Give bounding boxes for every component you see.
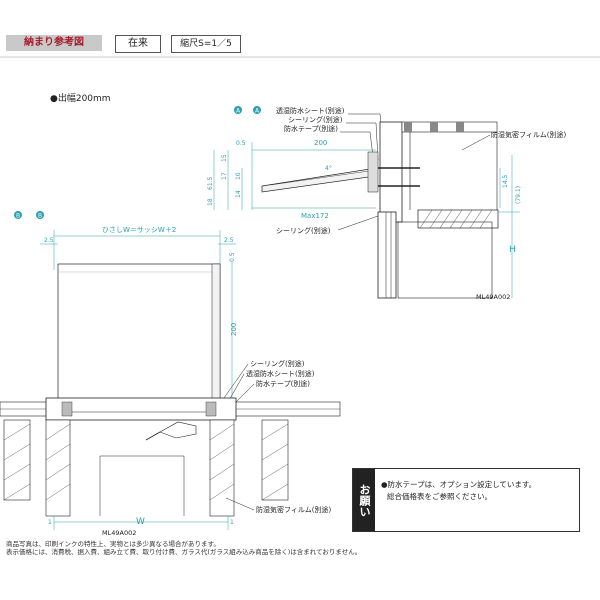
dim-61.5: 61.5 — [207, 176, 214, 190]
footer-line-2: 表示価格には、消費税、据入費、組み立て費、取り付け費、ガラス代(ガラス組み込み商… — [6, 548, 362, 556]
marker-a-text-2: A — [255, 108, 260, 115]
note-box: お願い ●防水テープは、オプション設定しています。 総合価格表をご参照ください。 — [352, 468, 580, 532]
type-tag: 在来 — [115, 35, 161, 53]
label-sealing-mid: シーリング(別途) — [276, 226, 331, 235]
marker-b-text-2: B — [38, 213, 42, 220]
dim-14: 14 — [235, 190, 242, 198]
scale-label: 縮尺S=1／5 — [171, 35, 241, 53]
dim-1-left: 1 — [48, 519, 52, 526]
code-bottom: ML49A002 — [102, 529, 136, 537]
dim-14.5: 14.5 — [502, 174, 509, 188]
marker-a-1 — [234, 106, 242, 114]
dim-eave-width: ひさしW＝サッシW＋2 — [102, 226, 176, 234]
label-waterproof-sheet-top: 透湿防水シート(別途) — [276, 106, 345, 115]
dim-w: W — [136, 517, 145, 527]
dim-0.5-right: 0.5 — [229, 252, 236, 262]
dim-2.5-left: 2.5 — [44, 237, 54, 244]
label-waterproof-tape-top: 防水テープ(別途) — [284, 124, 338, 133]
dim-15: 15 — [221, 154, 228, 162]
footer-line-1: 商品写真は、印刷インクの特性上、実物とは多少異なる場合があります。 — [6, 540, 220, 548]
marker-b-text-1: B — [16, 213, 20, 220]
dim-200-side: 200 — [230, 323, 238, 336]
dim-2.5-right: 2.5 — [224, 237, 234, 244]
label-waterproof-tape-bottom: 防水テープ(別途) — [256, 379, 310, 388]
marker-a-2 — [253, 106, 261, 114]
dim-18: 18 — [207, 198, 214, 206]
label-waterproof-sheet-bottom: 透湿防水シート(別途) — [246, 369, 315, 378]
label-airtight-film-bottom: 防湿気密フィルム(別途) — [256, 505, 331, 514]
code-top: ML49A002 — [476, 293, 510, 301]
dim-10: 10 — [235, 172, 242, 180]
dim-1-right: 1 — [230, 519, 234, 526]
dim-max172: Max172 — [301, 212, 329, 220]
label-airtight-film-top: 防湿気密フィルム(別途) — [491, 130, 566, 139]
label-sealing-top: シーリング(別途) — [288, 115, 343, 124]
section-detail: A A 透湿防水シート(別途) シーリング(別途) 防水テープ(別途) 防湿気密… — [207, 106, 566, 301]
note-line-1: ●防水テープは、オプション設定しています。 — [381, 480, 537, 489]
drawing-tab: 納まり参考図 — [6, 35, 102, 51]
plan-detail: B B ひさしW＝サッシW＋2 2.5 2.5 0.5 200 W 1 1 シー… — [0, 211, 341, 537]
dim-17: 17 — [221, 172, 228, 180]
width-title: ●出幅200mm — [50, 92, 111, 104]
note-line-2: 総合価格表をご参照ください。 — [387, 492, 492, 501]
marker-a-text-1: A — [236, 108, 241, 115]
label-sealing-bottom: シーリング(別途) — [250, 359, 305, 368]
dim-angle: 4° — [325, 165, 332, 172]
marker-b-1 — [14, 211, 22, 219]
dim-0.5-top: 0.5 — [236, 140, 246, 147]
dim-h: H — [509, 245, 516, 255]
marker-b-2 — [36, 211, 44, 219]
note-side-label: お願い — [353, 469, 375, 531]
dim-200-top: 200 — [314, 139, 327, 147]
dim-79.1: (79.1) — [515, 186, 522, 204]
